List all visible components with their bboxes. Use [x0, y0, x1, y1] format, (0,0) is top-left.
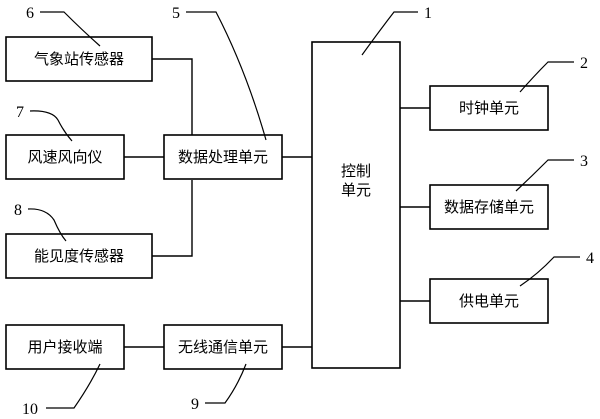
- data-storage-label: 数据存储单元: [444, 198, 534, 216]
- leader-9: [205, 363, 247, 404]
- leader-8: [27, 208, 67, 242]
- visibility-sensor-label: 能见度传感器: [34, 247, 124, 265]
- wire-visibility-to-processing: [152, 180, 193, 257]
- leader-7: [29, 110, 73, 142]
- block-power-supply: 供电单元: [429, 278, 549, 324]
- ref-9: 9: [191, 396, 199, 413]
- ref-4: 4: [586, 250, 594, 267]
- ref-5: 5: [172, 5, 180, 22]
- control-label-line2: 单元: [341, 181, 371, 199]
- wire-weather-to-processing: [152, 58, 193, 157]
- block-clock: 时钟单元: [429, 85, 549, 131]
- ref-6: 6: [26, 5, 34, 22]
- leader-6: [40, 11, 101, 47]
- block-weather-sensor: 气象站传感器: [5, 36, 153, 82]
- control-label-line1: 控制: [341, 162, 371, 180]
- ref-8: 8: [14, 202, 22, 219]
- ref-7: 7: [16, 104, 24, 121]
- wind-meter-label: 风速风向仪: [27, 148, 102, 166]
- user-terminal-label: 用户接收端: [27, 338, 102, 356]
- leader-4: [519, 256, 580, 287]
- block-visibility-sensor: 能见度传感器: [5, 233, 153, 279]
- block-control: 控制 单元: [311, 41, 401, 369]
- leader-2: [519, 61, 574, 93]
- ref-3: 3: [580, 153, 588, 170]
- wireless-label: 无线通信单元: [178, 338, 268, 356]
- leader-10: [46, 363, 101, 409]
- block-wind-meter: 风速风向仪: [5, 134, 125, 180]
- leader-5: [186, 11, 267, 141]
- ref-10: 10: [22, 401, 38, 418]
- ref-1: 1: [424, 5, 432, 22]
- ref-2: 2: [580, 55, 588, 72]
- block-data-processing: 数据处理单元: [163, 134, 283, 180]
- block-data-storage: 数据存储单元: [429, 184, 549, 230]
- leader-3: [515, 159, 574, 192]
- block-wireless: 无线通信单元: [163, 324, 283, 370]
- weather-sensor-label: 气象站传感器: [34, 50, 124, 68]
- block-user-terminal: 用户接收端: [5, 324, 125, 370]
- power-supply-label: 供电单元: [459, 292, 519, 310]
- clock-label: 时钟单元: [459, 99, 519, 117]
- data-processing-label: 数据处理单元: [178, 148, 268, 166]
- leader-1: [361, 11, 418, 56]
- reference-numbers: 1 2 3 4 5 6 7 8 9 10: [14, 5, 594, 418]
- leader-lines: [27, 11, 580, 409]
- connections: [124, 58, 430, 348]
